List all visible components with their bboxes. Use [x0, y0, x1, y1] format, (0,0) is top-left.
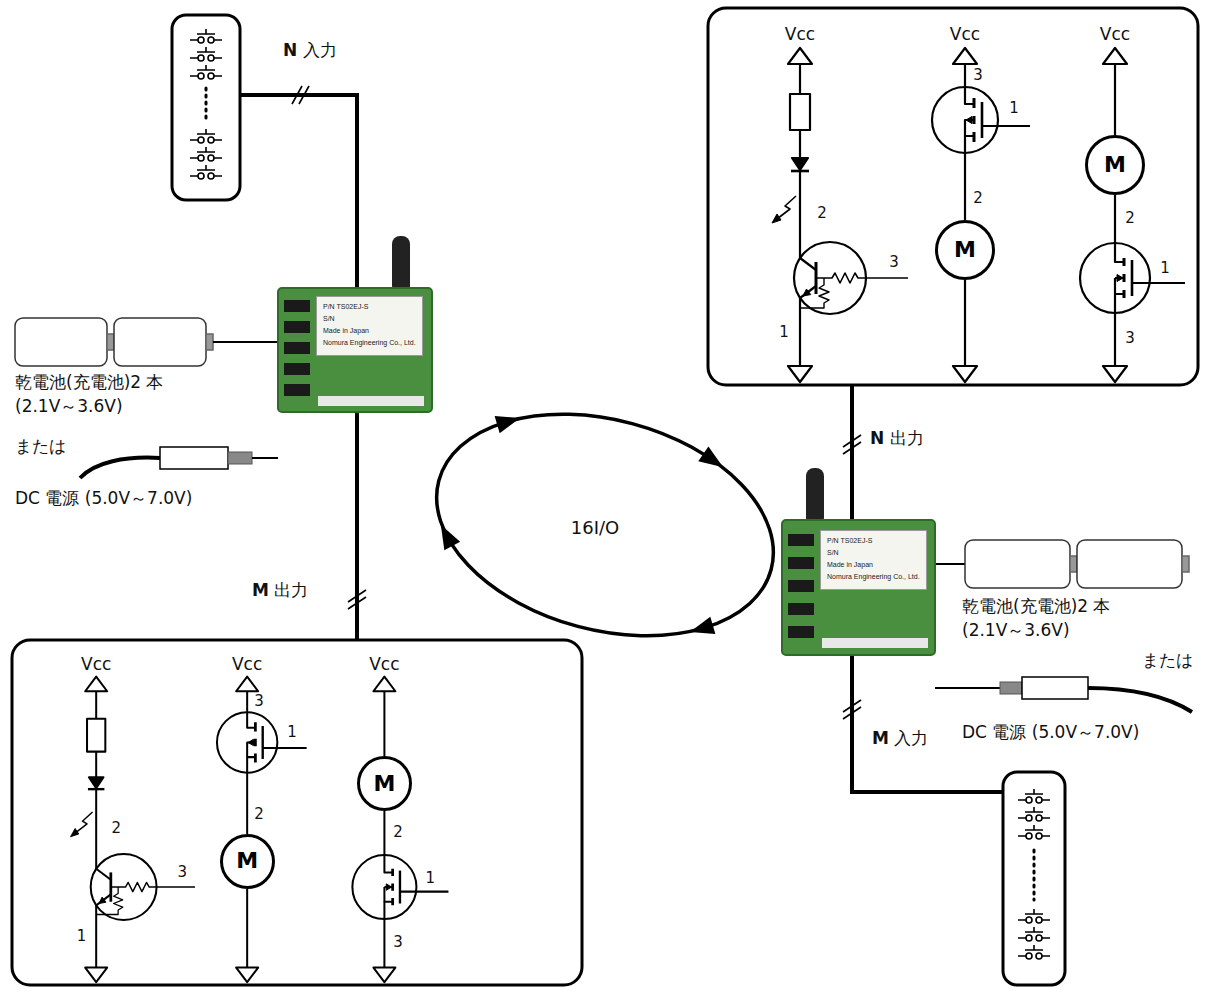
pin-number: 3: [973, 66, 983, 84]
motor-letter: M: [1104, 154, 1126, 176]
module-text: Made in Japan: [827, 560, 873, 569]
pin-number: 1: [1160, 259, 1170, 277]
supply-label: Vcc: [81, 654, 111, 674]
pin-number: 3: [254, 692, 264, 710]
output-label: M 出力: [252, 580, 308, 600]
motor-letter: M: [954, 239, 976, 261]
module-text: P/N TS02EJ-S: [323, 302, 368, 311]
pin-number: 1: [77, 927, 87, 945]
pin-number: 2: [254, 805, 264, 823]
pin-number: 2: [393, 823, 403, 841]
pin-number: 3: [889, 253, 899, 271]
dc-plug: [80, 447, 278, 478]
supply-label: Vcc: [785, 24, 815, 44]
switch-panel: [172, 15, 240, 200]
power-label: DC 電源 (5.0V～7.0V): [15, 488, 192, 508]
note: または: [1142, 650, 1193, 670]
battery-pack: [935, 540, 1189, 588]
link-label: 16I/O: [571, 517, 619, 539]
pin-number: 1: [1009, 99, 1019, 117]
wireless-module: [278, 236, 432, 412]
pin-number: 2: [973, 189, 983, 207]
pin-number: 2: [1125, 209, 1135, 227]
switch-panel: [1003, 772, 1065, 985]
power-label: 乾電池(充電池)2 本: [15, 372, 163, 392]
motor-letter: M: [373, 773, 395, 795]
supply-label: Vcc: [1100, 24, 1130, 44]
power-label: 乾電池(充電池)2 本: [962, 596, 1110, 616]
pin-number: 3: [1125, 329, 1135, 347]
pin-number: 1: [287, 723, 297, 741]
dc-plug: [935, 677, 1192, 712]
power-label: DC 電源 (5.0V～7.0V): [962, 722, 1139, 742]
motor-circle: M: [220, 834, 275, 889]
pin-number: 3: [393, 933, 403, 951]
voltage-range: (2.1V～3.6V): [962, 620, 1070, 640]
module-text: S/N: [323, 314, 335, 323]
bus-wire: [240, 86, 1003, 792]
input-label: M 入力: [872, 728, 928, 748]
input-label: N 入力: [283, 40, 337, 60]
pin-number: 2: [817, 204, 827, 222]
motor-circle: M: [935, 220, 995, 280]
supply-label: Vcc: [950, 24, 980, 44]
module-label: P/N TS02EJ-S S/N Made in JapanNomura Engin…: [820, 530, 927, 590]
module-text: Nomura Engineering Co., Ltd.: [827, 572, 920, 581]
motor-letter: M: [236, 850, 258, 872]
output-circuits: [772, 48, 1185, 382]
module-text: Made in Japan: [323, 326, 369, 335]
module-label: P/N TS02EJ-S S/N Made in JapanNomura Engin…: [316, 296, 423, 356]
pin-number: 2: [112, 819, 122, 837]
voltage-range: (2.1V～3.6V): [15, 396, 123, 416]
motor-circle: M: [1085, 135, 1145, 195]
motor-circle: M: [357, 756, 412, 811]
wireless-module: [782, 468, 935, 655]
supply-label: Vcc: [369, 654, 399, 674]
pin-number: 3: [177, 863, 187, 881]
battery-pack: [15, 318, 278, 366]
module-text: P/N TS02EJ-S: [827, 536, 872, 545]
supply-label: Vcc: [232, 654, 262, 674]
module-text: S/N: [827, 548, 839, 557]
circuit-panel: [708, 8, 1198, 385]
link-loop: [412, 379, 799, 671]
module-text: Nomura Engineering Co., Ltd.: [323, 338, 416, 347]
pin-number: 1: [779, 323, 789, 341]
pin-number: 1: [425, 869, 435, 887]
note: または: [15, 436, 66, 456]
circuit-panel: [12, 640, 582, 985]
output-label: N 出力: [870, 428, 924, 448]
output-circuits: [71, 677, 449, 983]
